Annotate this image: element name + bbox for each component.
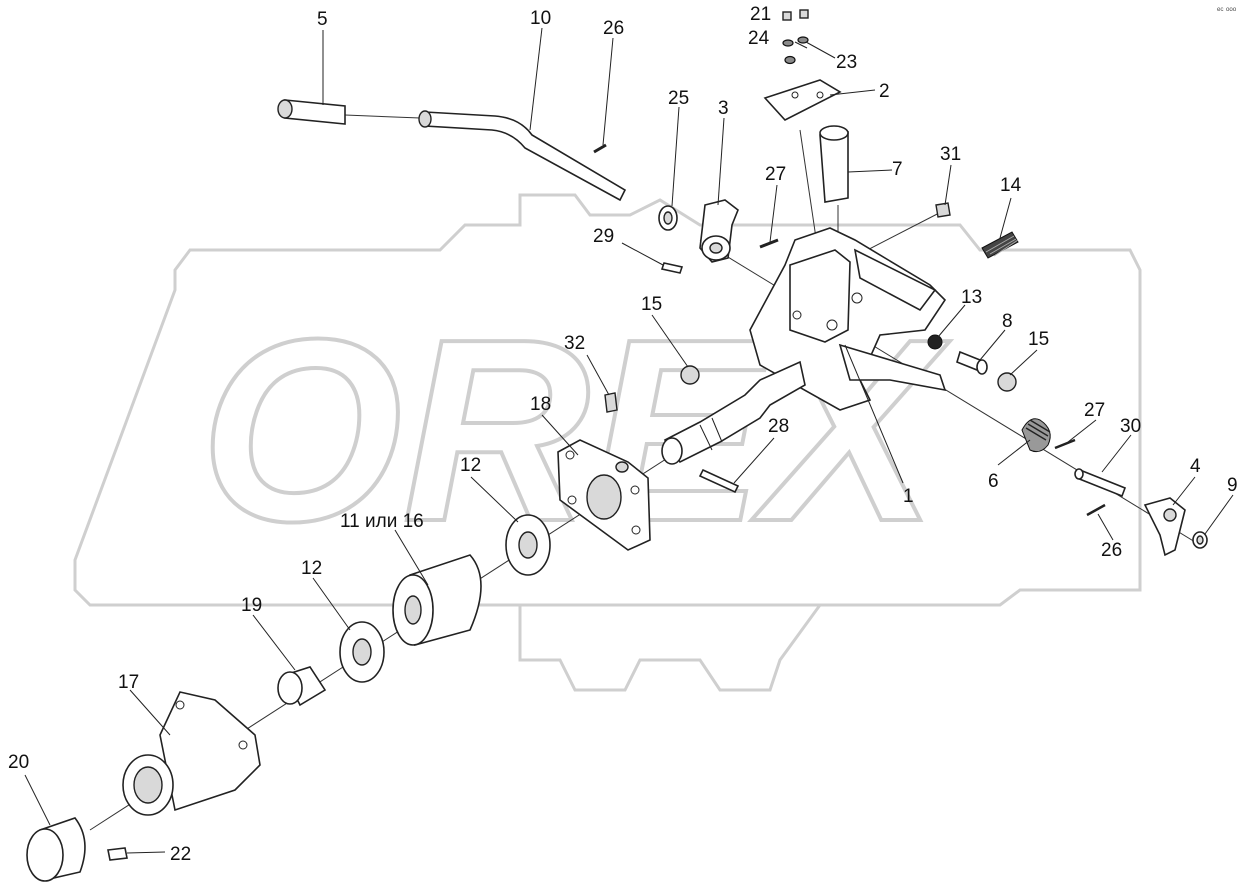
callout-26-right: 26 xyxy=(1101,540,1122,561)
callout-15-left: 15 xyxy=(641,294,662,315)
callout-4: 4 xyxy=(1190,456,1201,477)
callout-21: 21 xyxy=(750,4,771,25)
part-2-plate xyxy=(763,79,842,121)
callout-7: 7 xyxy=(892,159,903,180)
part-27-pin-top xyxy=(759,238,779,249)
callout-23: 23 xyxy=(836,52,857,73)
callout-26-top: 26 xyxy=(603,18,624,39)
callout-31: 31 xyxy=(940,144,961,165)
callout-5: 5 xyxy=(317,9,328,30)
part-28-bolt xyxy=(698,468,740,494)
part-12-washer-upper xyxy=(505,514,551,576)
part-4-lever xyxy=(1143,497,1186,557)
callout-14: 14 xyxy=(1000,175,1022,196)
callout-29: 29 xyxy=(593,226,614,247)
callout-30: 30 xyxy=(1120,416,1141,437)
part-7-pin xyxy=(819,125,849,203)
callout-labels: 5 10 26 21 24 23 2 25 3 7 31 27 14 29 15… xyxy=(8,4,1238,865)
part-10-lever-rod xyxy=(418,110,627,202)
part-9-nut xyxy=(1192,531,1208,549)
part-31-nipple xyxy=(935,202,951,218)
part-14-spring xyxy=(981,231,1019,259)
callout-28: 28 xyxy=(768,416,789,437)
part-27-pin-right xyxy=(1054,438,1076,450)
part-30-axle xyxy=(1074,468,1127,498)
part-32-fitting xyxy=(604,392,618,413)
callout-13: 13 xyxy=(961,287,982,308)
part-17-housing xyxy=(122,691,261,816)
callout-12-upper: 12 xyxy=(460,455,481,476)
corner-mark: ᵉᶜ ᵒᵒᵒ xyxy=(1217,5,1237,15)
callout-3: 3 xyxy=(718,98,729,119)
part-11-16-bushing xyxy=(392,554,482,647)
callout-27-right: 27 xyxy=(1084,400,1105,421)
callout-11-or-16: 11 или 16 xyxy=(340,511,424,532)
part-15-plug-right xyxy=(997,372,1017,392)
callout-24: 24 xyxy=(748,28,770,49)
part-20-cap xyxy=(26,817,86,882)
callout-17: 17 xyxy=(118,672,139,693)
part-29-pin xyxy=(660,262,684,274)
part-1-shaft xyxy=(661,360,806,465)
callout-9: 9 xyxy=(1227,475,1238,496)
part-19-castle-nut xyxy=(277,666,327,707)
part-8-bolt xyxy=(956,350,988,375)
callout-22: 22 xyxy=(170,844,191,865)
callout-32: 32 xyxy=(564,333,585,354)
part-26-pin-right xyxy=(1086,503,1106,517)
part-5-grip xyxy=(277,99,346,125)
callout-20: 20 xyxy=(8,752,29,773)
watermark: OREX xyxy=(73,193,1142,692)
callout-19: 19 xyxy=(241,595,262,616)
callout-25: 25 xyxy=(668,88,689,109)
callout-27-top: 27 xyxy=(765,164,786,185)
callout-18: 18 xyxy=(530,394,551,415)
part-3-lever xyxy=(699,199,739,263)
part-15-plug-left xyxy=(680,365,700,385)
fasteners-21-24-23 xyxy=(782,9,809,65)
callout-12-lower: 12 xyxy=(301,558,322,579)
part-22-bolt xyxy=(107,847,128,861)
callout-8: 8 xyxy=(1002,311,1013,332)
leader-lines xyxy=(24,27,1234,854)
callout-1: 1 xyxy=(903,486,914,507)
callout-2: 2 xyxy=(879,81,890,102)
part-25-washer xyxy=(658,205,678,231)
part-18-flange xyxy=(557,439,651,551)
callout-15-right: 15 xyxy=(1028,329,1049,350)
part-6-spring xyxy=(1021,418,1051,453)
callout-10: 10 xyxy=(530,8,551,29)
callout-6: 6 xyxy=(988,471,999,492)
part-26-pin-top xyxy=(593,143,607,154)
part-13-nut xyxy=(927,334,943,350)
part-12-washer-lower xyxy=(339,621,385,683)
